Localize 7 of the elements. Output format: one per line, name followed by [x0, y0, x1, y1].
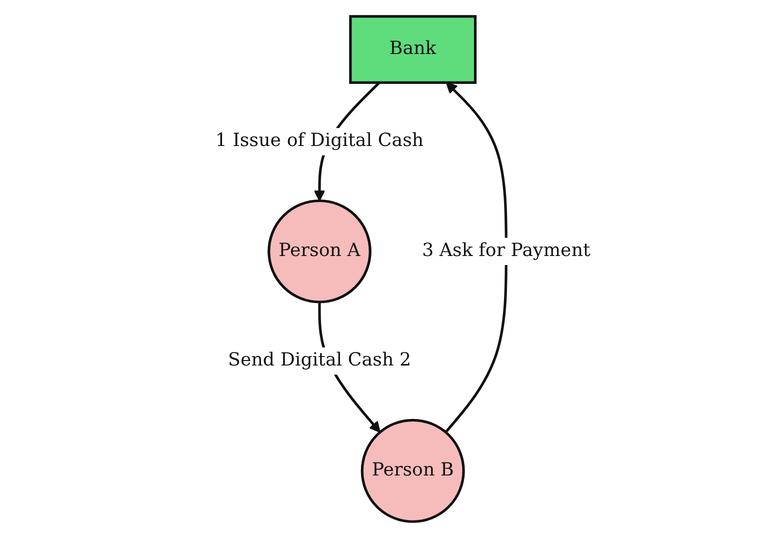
arrow: [444, 82, 508, 434]
edge-label: 1 Issue of Digital Cash: [215, 130, 424, 152]
node-circle: Person B: [360, 418, 465, 523]
edge-label: Send Digital Cash 2: [228, 350, 412, 371]
node-box: Bank: [349, 15, 477, 84]
edge-label: 3 Ask for Payment: [422, 240, 590, 262]
node-circle: Person A: [268, 199, 372, 304]
